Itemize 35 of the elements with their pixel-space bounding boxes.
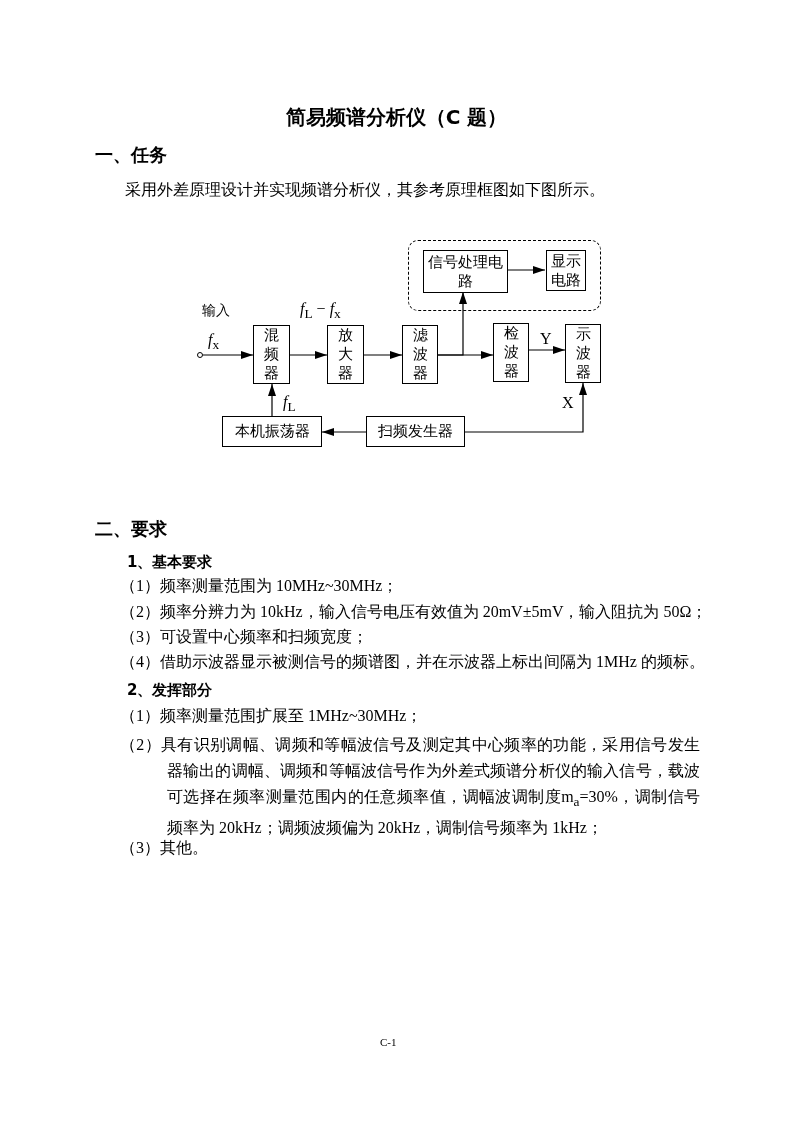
process-box: 检波器 bbox=[493, 323, 529, 382]
process-box: 放大器 bbox=[327, 325, 364, 384]
process-box: 示波器 bbox=[565, 324, 601, 383]
arrow bbox=[202, 351, 254, 359]
dashed-group-box bbox=[408, 240, 601, 311]
paragraph: 采用外差原理设计并实现频谱分析仪，其参考原理框图如下图所示。 bbox=[125, 180, 605, 200]
section-heading: 一、任务 bbox=[95, 145, 167, 165]
arrow bbox=[321, 428, 367, 436]
subheading: 2、发挥部分 bbox=[127, 680, 213, 700]
arrow bbox=[464, 382, 587, 433]
list-item: （2）频率分辨力为 10kHz，输入信号电压有效值为 20mV±5mV，输入阻抗为 50Ω； bbox=[120, 602, 708, 622]
process-box: 本机振荡器 bbox=[222, 416, 322, 447]
arrow bbox=[506, 266, 546, 274]
list-item: （2）具有识别调幅、调频和等幅波信号及测定其中心频率的功能，采用信号发生器输出的调幅、调频和等幅波信号作为外差式频谱分析仪的输入信号，载波可选择在频率测量范围内的任意频率值，调幅波调制度m$_{a}$=30%，调制信号频率为 20kHz；调频波频偏为 20kHz，调制信号频率为 1kHz； bbox=[120, 735, 700, 839]
process-box: 滤波器 bbox=[402, 325, 438, 384]
list-item: （3）其他。 bbox=[120, 838, 208, 858]
input-label: 输入 bbox=[202, 302, 230, 320]
title: 简易频谱分析仪（C 题） bbox=[284, 104, 509, 130]
arrow bbox=[437, 291, 467, 356]
arrow bbox=[268, 383, 276, 417]
process-box: 信号处理电路 bbox=[423, 250, 508, 293]
arrow bbox=[289, 351, 328, 359]
process-box: 显示电路 bbox=[546, 250, 586, 291]
list-item: （1）频率测量范围扩展至 1MHz~30MHz； bbox=[120, 706, 423, 726]
input-terminal bbox=[197, 352, 203, 358]
section-heading: 二、要求 bbox=[95, 519, 167, 539]
list-item: （3）可设置中心频率和扫频宽度； bbox=[120, 627, 368, 647]
process-box: 混频器 bbox=[253, 325, 290, 384]
subheading: 1、基本要求 bbox=[127, 552, 213, 572]
list-item: （4）借助示波器显示被测信号的频谱图，并在示波器上标出间隔为 1MHz 的频标。 bbox=[120, 652, 705, 672]
page-number: C-1 bbox=[380, 1035, 397, 1050]
arrow bbox=[528, 346, 566, 354]
process-box: 扫频发生器 bbox=[366, 416, 465, 447]
arrow bbox=[363, 351, 403, 359]
list-item: （1）频率测量范围为 10MHz~30MHz； bbox=[120, 576, 399, 596]
